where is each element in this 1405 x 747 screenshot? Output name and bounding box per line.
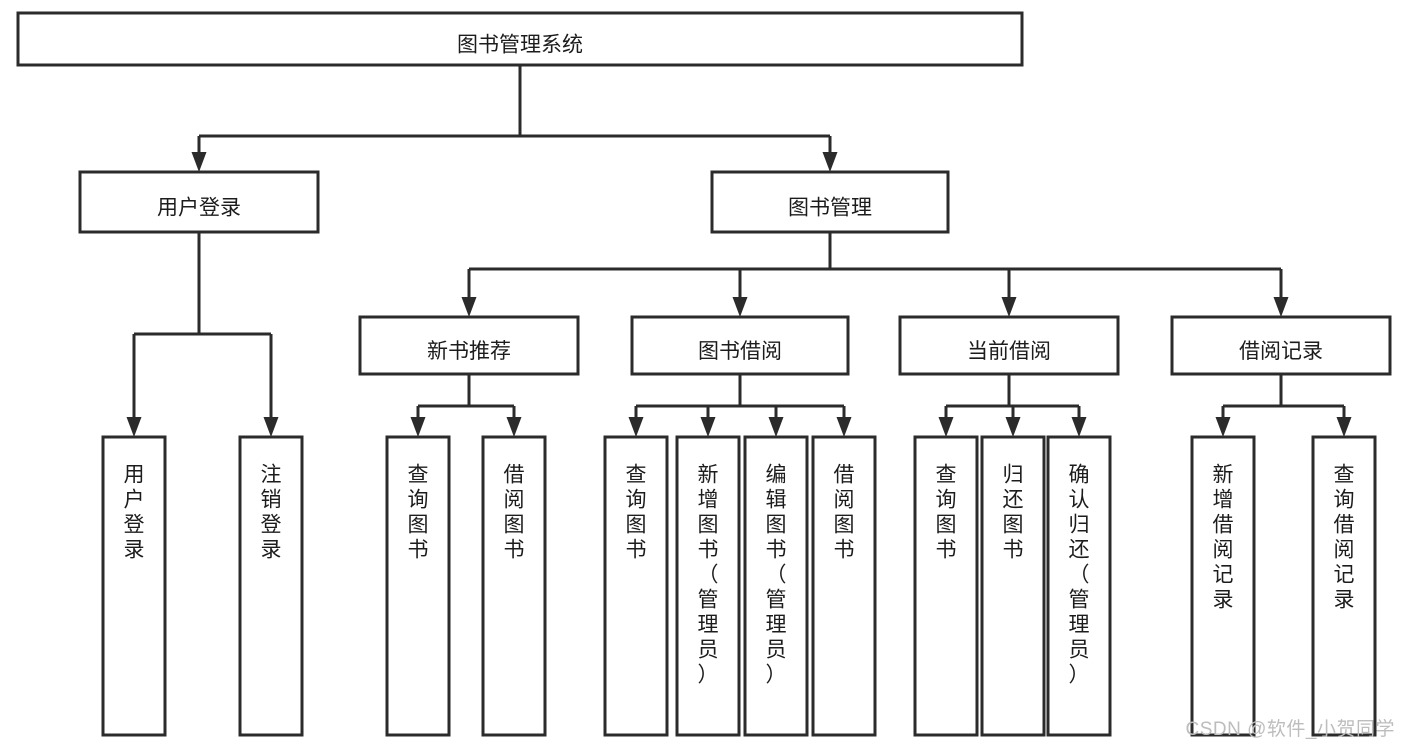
node-box — [811, 435, 877, 737]
arrow-head-icon — [822, 152, 838, 172]
node-label: 查询图书 — [408, 463, 429, 561]
arrow-head-icon — [1273, 297, 1289, 317]
node-records[interactable]: 借阅记录 — [1170, 315, 1392, 376]
connector-layer — [126, 65, 1352, 437]
arrow-head-icon — [410, 417, 426, 437]
node-bookmgmt[interactable]: 图书管理 — [710, 170, 950, 234]
node-leaf-query-book-current[interactable]: 查询图书 — [913, 435, 979, 737]
node-leaf-query-book-borrow[interactable]: 查询图书 — [603, 435, 669, 737]
arrow-head-icon — [700, 417, 716, 437]
node-label: 用户登录 — [157, 197, 241, 220]
arrow-head-icon — [836, 417, 852, 437]
node-label: 新书推荐 — [427, 340, 511, 363]
node-label: 归还图书 — [1003, 463, 1024, 561]
node-label: 借阅图书 — [504, 463, 525, 561]
node-box — [603, 435, 669, 737]
arrow-head-icon — [768, 417, 784, 437]
arrow-head-icon — [732, 297, 748, 317]
node-box — [913, 435, 979, 737]
node-leaf-logout[interactable]: 注销登录 — [238, 435, 304, 737]
node-root[interactable]: 图书管理系统 — [16, 11, 1024, 67]
arrow-head-icon — [1071, 417, 1087, 437]
node-box — [385, 435, 451, 737]
node-box — [1046, 435, 1112, 737]
node-label: 确认归还（管理员） — [1069, 463, 1090, 686]
arrow-head-icon — [506, 417, 522, 437]
node-label: 当前借阅 — [967, 340, 1051, 363]
node-label: 查询借阅记录 — [1334, 463, 1355, 611]
arrow-head-icon — [938, 417, 954, 437]
node-label: 查询图书 — [626, 463, 647, 561]
node-label: 图书借阅 — [698, 340, 782, 363]
node-leaf-add-book[interactable]: 新增图书（管理员） — [675, 435, 741, 737]
node-box — [675, 435, 741, 737]
node-leaf-user-login[interactable]: 用户登录 — [101, 435, 167, 737]
watermark: CSDN @软件_小贺同学 — [1185, 719, 1395, 740]
connector-group-bookmgmt — [461, 232, 1289, 317]
node-box — [78, 170, 320, 234]
node-label: 图书管理 — [788, 197, 872, 220]
node-label: 查询图书 — [936, 463, 957, 561]
node-box — [238, 435, 304, 737]
node-box — [16, 11, 1024, 67]
arrow-head-icon — [191, 152, 207, 172]
node-label: 用户登录 — [124, 463, 145, 561]
connector-group-root — [191, 65, 838, 172]
arrow-head-icon — [461, 297, 477, 317]
node-box — [743, 435, 809, 737]
node-label: 注销登录 — [261, 463, 282, 561]
node-label: 借阅图书 — [834, 463, 855, 561]
node-layer: 图书管理系统用户登录图书管理新书推荐图书借阅当前借阅借阅记录用户登录注销登录查询… — [16, 11, 1392, 737]
arrow-head-icon — [126, 417, 142, 437]
arrow-head-icon — [263, 417, 279, 437]
node-box — [1311, 435, 1377, 737]
arrow-head-icon — [628, 417, 644, 437]
node-label: 编辑图书（管理员） — [766, 463, 787, 686]
node-borrow[interactable]: 图书借阅 — [630, 315, 850, 376]
node-label: 新增图书（管理员） — [698, 463, 719, 686]
node-box — [1190, 435, 1256, 737]
connector-group-login — [126, 232, 279, 437]
node-newbook[interactable]: 新书推荐 — [358, 315, 580, 376]
connector-group-newbook — [410, 374, 522, 437]
node-label: 新增借阅记录 — [1213, 463, 1234, 611]
node-box — [1170, 315, 1392, 376]
arrow-head-icon — [1001, 297, 1017, 317]
node-box — [710, 170, 950, 234]
node-box — [481, 435, 547, 737]
node-current[interactable]: 当前借阅 — [898, 315, 1120, 376]
node-label: 图书管理系统 — [457, 34, 583, 57]
node-leaf-add-record[interactable]: 新增借阅记录 — [1190, 435, 1256, 737]
node-leaf-borrow-book[interactable]: 借阅图书 — [811, 435, 877, 737]
node-login[interactable]: 用户登录 — [78, 170, 320, 234]
arrow-head-icon — [1336, 417, 1352, 437]
arrow-head-icon — [1215, 417, 1231, 437]
arrow-head-icon — [1005, 417, 1021, 437]
node-box — [898, 315, 1120, 376]
node-leaf-query-record[interactable]: 查询借阅记录 — [1311, 435, 1377, 737]
node-box — [101, 435, 167, 737]
node-box — [630, 315, 850, 376]
node-leaf-confirm-return[interactable]: 确认归还（管理员） — [1046, 435, 1112, 737]
node-leaf-borrow-book-new[interactable]: 借阅图书 — [481, 435, 547, 737]
connector-group-records — [1215, 374, 1352, 437]
connector-group-current — [938, 374, 1087, 437]
node-label: 借阅记录 — [1239, 340, 1323, 363]
connector-group-borrow — [628, 374, 852, 437]
node-leaf-query-book-new[interactable]: 查询图书 — [385, 435, 451, 737]
node-leaf-edit-book[interactable]: 编辑图书（管理员） — [743, 435, 809, 737]
node-leaf-return-book[interactable]: 归还图书 — [980, 435, 1046, 737]
node-box — [980, 435, 1046, 737]
node-box — [358, 315, 580, 376]
